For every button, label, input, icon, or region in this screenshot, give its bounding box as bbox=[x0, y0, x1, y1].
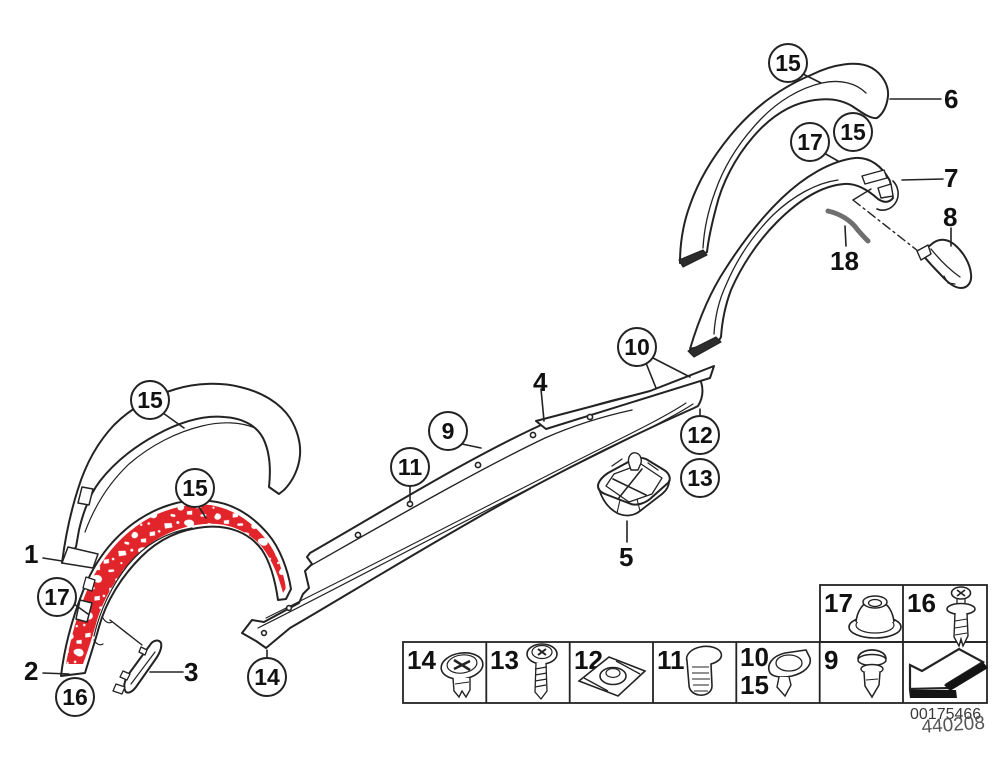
svg-text:11: 11 bbox=[657, 645, 685, 675]
svg-text:15: 15 bbox=[775, 50, 801, 76]
svg-text:18: 18 bbox=[830, 246, 859, 276]
svg-text:1: 1 bbox=[24, 539, 38, 569]
svg-text:12: 12 bbox=[687, 422, 713, 448]
svg-text:2: 2 bbox=[24, 656, 38, 686]
svg-text:10: 10 bbox=[740, 642, 769, 672]
svg-text:15: 15 bbox=[137, 387, 163, 413]
svg-text:11: 11 bbox=[398, 454, 423, 480]
svg-text:15: 15 bbox=[182, 475, 208, 501]
svg-text:15: 15 bbox=[740, 670, 769, 700]
svg-text:17: 17 bbox=[44, 584, 70, 610]
svg-text:9: 9 bbox=[824, 645, 838, 675]
svg-text:16: 16 bbox=[907, 588, 936, 618]
svg-text:16: 16 bbox=[62, 684, 88, 710]
svg-text:9: 9 bbox=[442, 418, 455, 444]
svg-text:3: 3 bbox=[184, 657, 198, 687]
svg-text:5: 5 bbox=[619, 542, 633, 572]
svg-text:13: 13 bbox=[490, 645, 519, 675]
svg-text:14: 14 bbox=[407, 645, 436, 675]
svg-text:13: 13 bbox=[687, 465, 713, 491]
svg-text:10: 10 bbox=[624, 334, 650, 360]
svg-text:7: 7 bbox=[944, 163, 958, 193]
svg-text:14: 14 bbox=[254, 664, 280, 690]
svg-text:8: 8 bbox=[943, 202, 957, 232]
svg-text:6: 6 bbox=[944, 84, 958, 114]
svg-text:17: 17 bbox=[797, 129, 823, 155]
svg-text:00175466: 00175466 bbox=[910, 706, 981, 723]
svg-text:4: 4 bbox=[533, 367, 548, 397]
svg-text:15: 15 bbox=[840, 119, 866, 145]
svg-text:17: 17 bbox=[824, 588, 853, 618]
svg-text:440208: 440208 bbox=[921, 713, 986, 738]
